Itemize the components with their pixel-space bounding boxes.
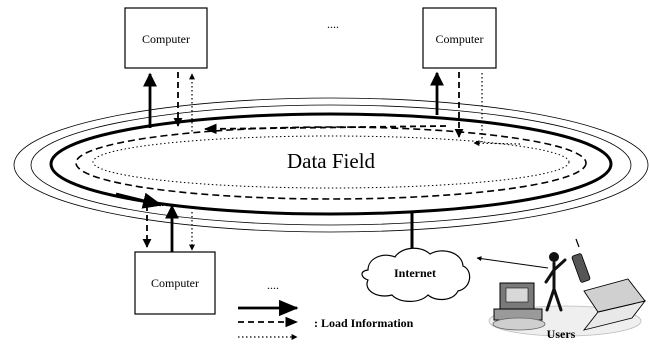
internet-cloud: Internet: [361, 247, 471, 302]
users-label: Users: [547, 327, 576, 341]
solid-flow-ring: [49, 112, 613, 216]
bottom-ring-dotted-tail: [149, 204, 181, 207]
bottom-ellipsis: ....: [267, 278, 279, 292]
phone-body: [571, 253, 591, 283]
computer-box-top-right: [422, 7, 497, 69]
top-ellipsis: ....: [327, 17, 339, 31]
laptop-icon: [582, 278, 647, 331]
legend-label: : Load Information: [314, 316, 414, 330]
computer-box-bottom-left: [134, 251, 216, 315]
computer-node-bottom-left: Computer: [134, 251, 216, 315]
computer-label-bottom-left: Computer: [151, 276, 199, 290]
phone-icon: [571, 238, 591, 283]
bottom-ring-solid-arrow: [115, 192, 163, 209]
outer-ring-b: [30, 104, 632, 226]
computer-node-top-right: Computer: [422, 7, 497, 69]
computer-node-top-left: Computer: [124, 7, 208, 69]
top-ring-dashed-arrow: [203, 123, 447, 135]
person-figure: [544, 258, 567, 312]
laptop-screen: [583, 278, 646, 313]
users-illustration: Users: [476, 238, 647, 341]
computer-box-top-left: [124, 7, 208, 69]
cloud-shape: [361, 247, 471, 302]
data-field-label: Data Field: [287, 149, 376, 173]
top-left-links: [143, 72, 195, 133]
computer-label-top-right: Computer: [436, 32, 484, 46]
person-head: [549, 252, 559, 262]
bottom-left-links: [142, 195, 195, 252]
desktop-keyboard: [492, 317, 546, 331]
legend: : Load Information: [238, 299, 414, 340]
users-to-internet-arrow: [476, 256, 549, 269]
top-right-links: [430, 71, 483, 142]
desktop-icon: [492, 282, 546, 331]
internet-label: Internet: [394, 266, 436, 280]
person-icon: [544, 252, 567, 312]
computer-label-top-left: Computer: [142, 32, 190, 46]
outer-ring-a: [13, 97, 649, 233]
dotted-flow-ring: [92, 135, 570, 189]
ring-direction-arrows: [115, 123, 521, 209]
desktop-screen: [505, 287, 529, 303]
phone-antenna: [575, 238, 580, 248]
